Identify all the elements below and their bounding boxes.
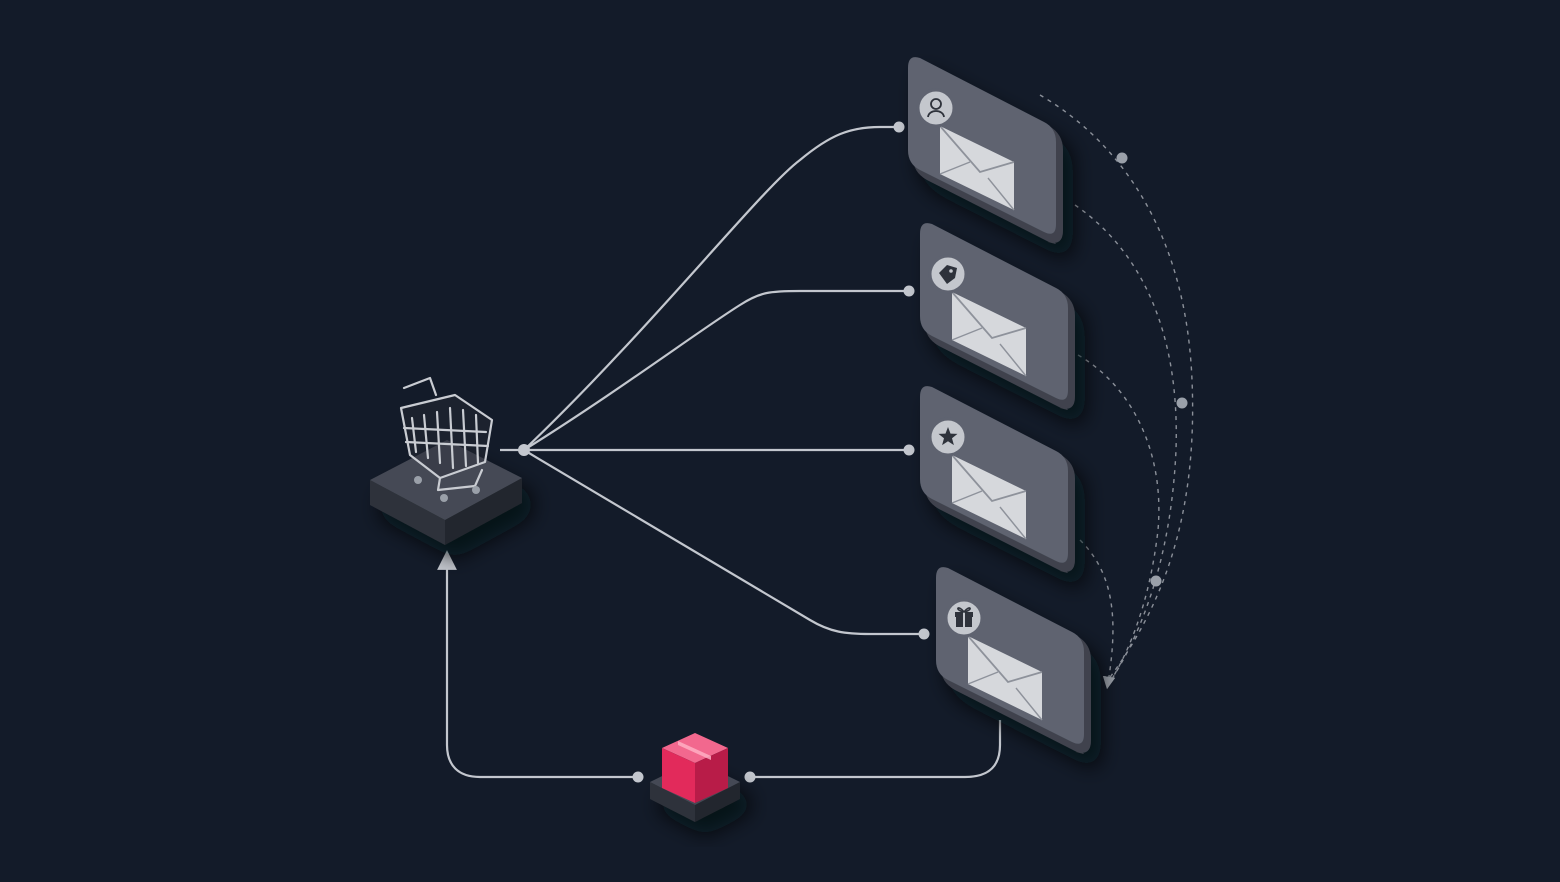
sequence-dots <box>1116 152 1188 587</box>
email-card-customer-email <box>908 57 1063 244</box>
connector-hub-card-4 <box>523 449 922 636</box>
hub-platform-side-left <box>370 480 445 545</box>
star-icon <box>928 417 968 457</box>
endpoint-dot <box>744 771 756 783</box>
endpoint-dot <box>893 121 905 133</box>
sequence-dot <box>1176 397 1188 409</box>
hub-platform-side-right <box>445 478 522 545</box>
connector-hub-card-1 <box>523 125 898 451</box>
gift-icon <box>944 598 984 638</box>
endpoint-dot <box>903 444 915 456</box>
connector-endpoints <box>518 121 930 783</box>
sequence-arc-4 <box>1079 539 1116 690</box>
package-platform-side-left <box>650 782 695 822</box>
envelope-icon <box>967 635 1043 721</box>
email-card-gift-email <box>936 567 1091 754</box>
email-card-offer-email <box>920 223 1075 410</box>
cart-hub <box>370 440 522 545</box>
envelope-icon <box>939 125 1015 211</box>
price-tag-icon <box>928 254 968 294</box>
user-icon <box>916 88 956 128</box>
sequence-dot <box>1116 152 1128 164</box>
endpoint-dot <box>632 771 644 783</box>
endpoint-dot <box>518 444 530 456</box>
package-box-icon <box>662 733 728 803</box>
hub-platform-top <box>370 440 522 520</box>
email-cards <box>908 57 1091 754</box>
connector-package-hub <box>437 550 637 779</box>
package-platform-side-right <box>695 782 740 822</box>
connector-hub-card-2 <box>523 289 908 451</box>
sequence-arc-3 <box>1077 354 1160 683</box>
sequence-arcs <box>1039 94 1194 690</box>
shopping-cart-icon <box>399 376 494 502</box>
endpoint-dot <box>918 628 930 640</box>
connector-card-4-package <box>752 720 1002 779</box>
sequence-arc-2 <box>1074 204 1177 683</box>
email-card-featured-email <box>920 386 1075 573</box>
sequence-arc-outer <box>1039 94 1194 681</box>
connectors <box>437 125 1002 779</box>
envelope-icon <box>951 454 1027 540</box>
endpoint-dot <box>903 285 915 297</box>
envelope-icon <box>951 291 1027 377</box>
sequence-dot <box>1150 575 1162 587</box>
